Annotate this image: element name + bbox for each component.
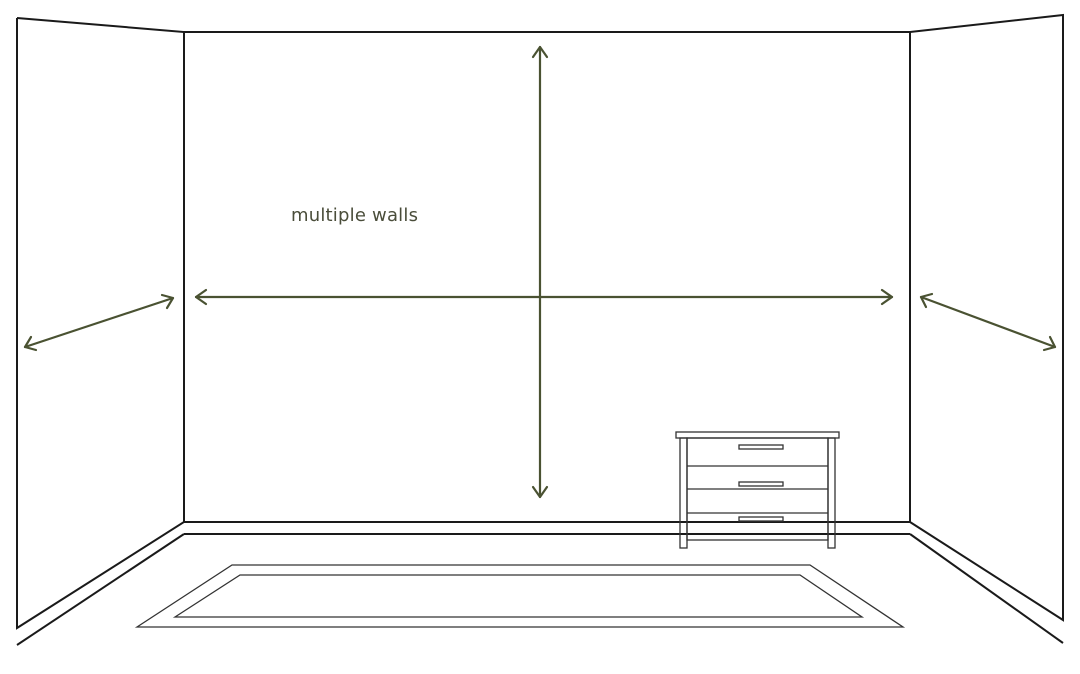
measurement-arrows: [23, 45, 1057, 499]
dresser-icon: [675, 431, 840, 549]
back-wall: [183, 31, 911, 523]
width-arrow: [194, 288, 894, 306]
height-arrow: [531, 45, 549, 499]
room-outline: [16, 13, 1064, 646]
rug-icon: [134, 564, 906, 628]
right-wall: [909, 13, 1064, 622]
right-wall-arrow: [919, 292, 1057, 352]
right-baseboard: [909, 533, 1064, 644]
left-baseboard: [16, 533, 185, 646]
diagram-label: multiple walls: [291, 205, 419, 226]
left-wall-arrow: [23, 293, 175, 352]
